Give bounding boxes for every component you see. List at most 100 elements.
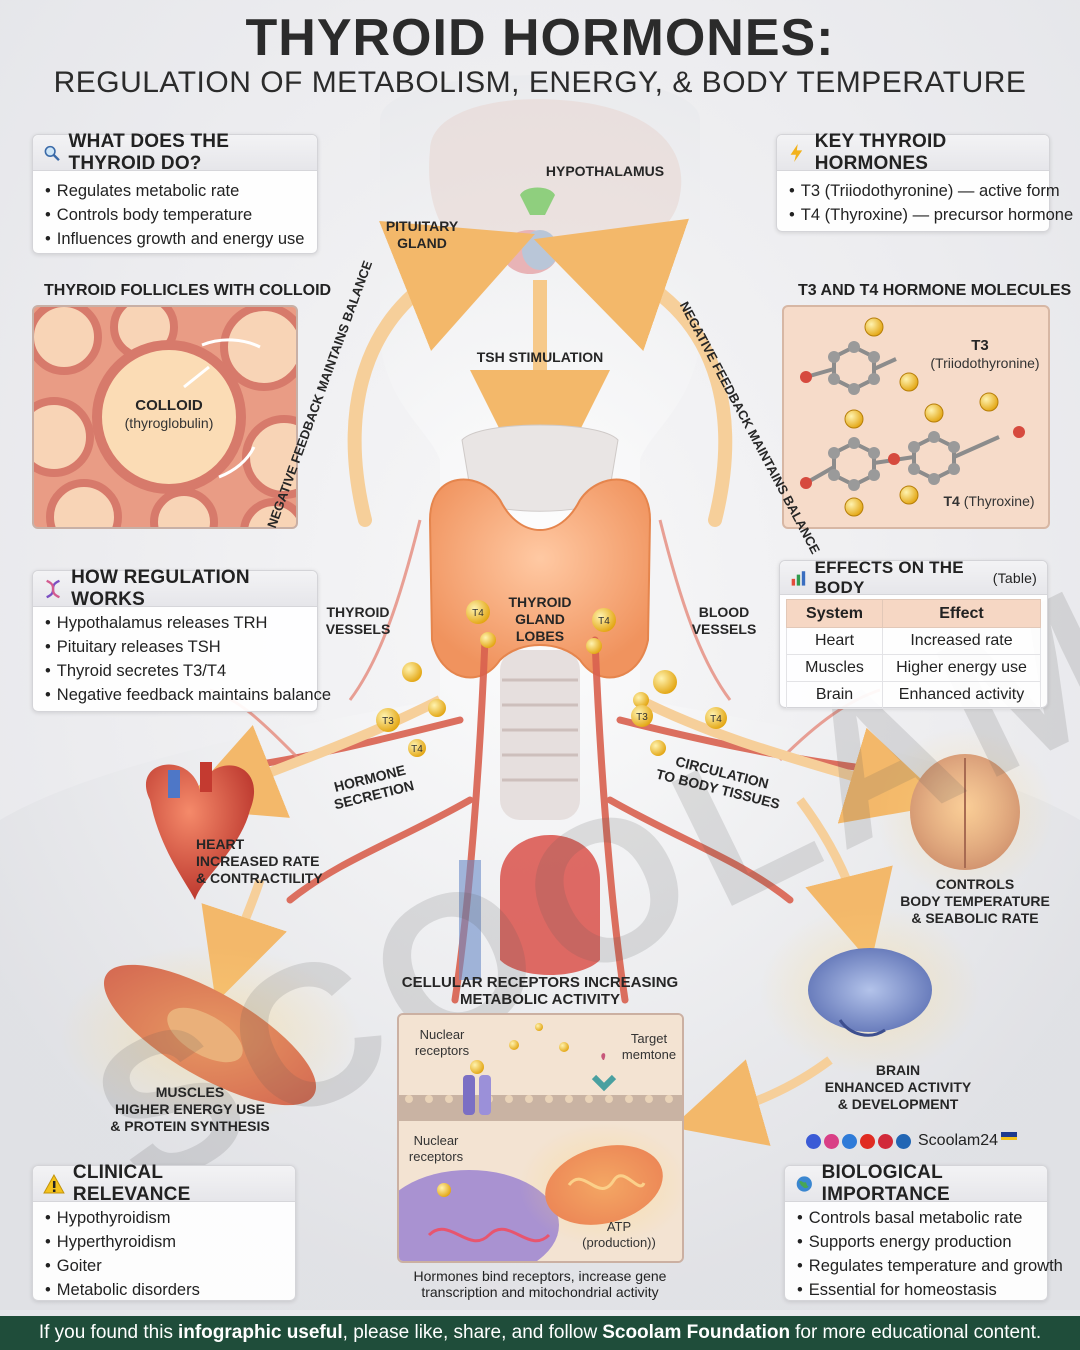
youtube-icon[interactable]	[860, 1133, 875, 1149]
nuclear-receptors-top: Nuclear receptors	[414, 1027, 470, 1058]
list-item: T4 (Thyroxine) — precursor hormone	[789, 203, 1073, 227]
table-cell: Enhanced activity	[882, 681, 1041, 709]
facebook-icon[interactable]	[806, 1133, 821, 1149]
t4-caption: T4 (Thyroxine)	[934, 493, 1044, 509]
molecules-panel: T3 (Triiodothyronine) T4 (Thyroxine)	[782, 305, 1050, 529]
footer-text: If you found this	[38, 1322, 173, 1343]
table-row: Heart Increased rate	[786, 627, 1041, 655]
box-heading-suffix: (Table)	[992, 569, 1037, 586]
regulation-box: HOW REGULATION WORKS Hypothalamus releas…	[32, 566, 331, 715]
table-cell: Increased rate	[882, 627, 1041, 655]
t4-bead-label: T4	[598, 616, 610, 627]
t4-bead-label: T4	[710, 714, 722, 725]
brain-temperature-label: CONTROLS BODY TEMPERATURE & SEABOLIC RAT…	[900, 876, 1050, 926]
lightning-icon	[790, 143, 803, 162]
colloid-label: COLLOID	[135, 397, 203, 414]
bar-chart-icon	[791, 570, 806, 586]
list-item: Thyroid secretes T3/T4	[45, 659, 305, 683]
table-row: Brain Enhanced activity	[786, 681, 1041, 709]
follicles-label: THYROID FOLLICLES WITH COLLOID	[44, 282, 332, 299]
key-hormones-box: KEY THYROID HORMONES T3 (Triiodothyronin…	[776, 131, 1073, 235]
list-item: Regulates temperature and growth	[797, 1254, 1063, 1278]
list-item: Hypothyroidism	[45, 1206, 283, 1230]
clinical-box: CLINICAL RELEVANCE Hypothyroidism Hypert…	[32, 1162, 296, 1302]
bullet-list: Hypothalamus releases TRH Pituitary rele…	[33, 607, 331, 715]
flag-icon	[1001, 1132, 1018, 1140]
table-cell: Heart	[786, 627, 883, 655]
target-membrane: Target memtone	[621, 1031, 677, 1062]
brain-activity-label: BRAIN ENHANCED ACTIVITY & DEVELOPMENT	[824, 1062, 972, 1112]
box-heading: HOW REGULATION WORKS	[71, 566, 250, 610]
social-brand[interactable]: Scoolam24	[918, 1132, 999, 1149]
atp-label: ATP (production))	[582, 1219, 656, 1250]
list-item: Hypothalamus releases TRH	[45, 611, 305, 635]
list-item: Essential for homeostasis	[797, 1278, 1035, 1302]
heart-label: HEART INCREASED RATE & CONTRACTILITY	[196, 836, 323, 886]
box-heading: CLINICAL RELEVANCE	[72, 1161, 191, 1205]
table-cell: Muscles	[786, 654, 883, 682]
molecules-label: T3 AND T4 HORMONE MOLECULES	[798, 282, 1072, 299]
box-header: WHAT DOES THE THYROID DO?	[33, 131, 317, 174]
page-title: THYROID HORMONES:	[245, 9, 835, 67]
social-links: Scoolam24	[806, 1130, 1018, 1152]
box-header: EFFECTS ON THE BODY (Table)	[780, 557, 1047, 597]
footer-banner: If you found this infographic useful, pl…	[0, 1316, 1080, 1350]
effects-box: EFFECTS ON THE BODY (Table) System Effec…	[779, 557, 1048, 709]
t3-bead-label: T3	[382, 716, 394, 727]
cellular-panel: Nuclear receptors Target memtone Nuclear…	[397, 1013, 684, 1263]
footer-brand[interactable]: Scoolam Foundation	[602, 1322, 791, 1343]
what-thyroid-does-box: WHAT DOES THE THYROID DO? Regulates meta…	[32, 131, 318, 254]
list-item: Controls body temperature	[45, 203, 305, 227]
blood-vessels-label: BLOOD VESSELS	[691, 604, 757, 637]
gland-lobes-label: THYROID GLAND LOBES	[508, 594, 572, 644]
box-heading: EFFECTS ON THE BODY	[814, 557, 964, 597]
column-header: System	[786, 599, 883, 628]
effects-table: System Effect Heart Increased rate Muscl…	[786, 599, 1041, 709]
list-item: Supports energy production	[797, 1230, 1035, 1254]
box-header: BIOLOGICAL IMPORTANCE	[785, 1162, 1047, 1205]
cellular-title: CELLULAR RECEPTORS INCREASING METABOLIC …	[401, 974, 679, 1008]
list-item: Goiter	[45, 1254, 283, 1278]
cellular-caption: Hormones bind receptors, increase gene t…	[413, 1268, 667, 1300]
t4-name: (Thyroxine)	[963, 493, 1035, 509]
box-header: CLINICAL RELEVANCE	[33, 1162, 295, 1205]
pinterest-icon[interactable]	[878, 1133, 893, 1149]
linkedin-icon[interactable]	[896, 1133, 911, 1149]
thyroid-vessels-label: THYROID VESSELS	[325, 604, 391, 637]
table-header-row: System Effect	[786, 599, 1041, 628]
table-row: Muscles Higher energy use	[786, 654, 1041, 682]
bullet-list: T3 (Triiodothyronine) — active form T4 (…	[777, 171, 1073, 235]
magnifier-icon	[44, 145, 60, 161]
t4-bead-label: T4	[411, 744, 423, 755]
muscles-label: MUSCLES HIGHER ENERGY USE & PROTEIN SYNT…	[110, 1084, 270, 1134]
page-subtitle: REGULATION OF METABOLISM, ENERGY, & BODY…	[53, 66, 1027, 99]
cellular-illustration	[399, 1015, 682, 1261]
molecules-illustration	[800, 317, 1025, 517]
t3-name: (Triiodothyronine)	[930, 355, 1040, 371]
bullet-list: Regulates metabolic rate Controls body t…	[33, 171, 317, 259]
hypothalamus-label: HYPOTHALAMUS	[545, 163, 665, 179]
x-icon[interactable]	[842, 1133, 857, 1149]
dna-icon	[46, 579, 60, 598]
footer-text: , please like, share, and follow	[342, 1322, 598, 1343]
follicles-illustration	[34, 307, 296, 527]
t4-label: T4	[943, 493, 960, 509]
instagram-icon[interactable]	[824, 1133, 839, 1149]
t4-bead-label: T4	[472, 608, 484, 619]
box-header: KEY THYROID HORMONES	[777, 131, 1049, 174]
table-cell: Higher energy use	[882, 654, 1041, 682]
follicles-panel: COLLOID (thyroglobulin)	[32, 305, 298, 529]
box-heading: BIOLOGICAL IMPORTANCE	[821, 1161, 950, 1205]
pituitary-label: PITUITARY GLAND	[385, 218, 459, 251]
column-header: Effect	[882, 599, 1041, 628]
box-heading: KEY THYROID HORMONES	[814, 130, 947, 174]
t3-bead-label: T3	[636, 712, 648, 723]
list-item: Regulates metabolic rate	[45, 179, 305, 203]
list-item: Metabolic disorders	[45, 1278, 283, 1302]
footer-text: for more educational content.	[795, 1322, 1042, 1343]
list-item: Hyperthyroidism	[45, 1230, 283, 1254]
list-item: Pituitary releases TSH	[45, 635, 305, 659]
t3-label: T3	[971, 337, 989, 354]
